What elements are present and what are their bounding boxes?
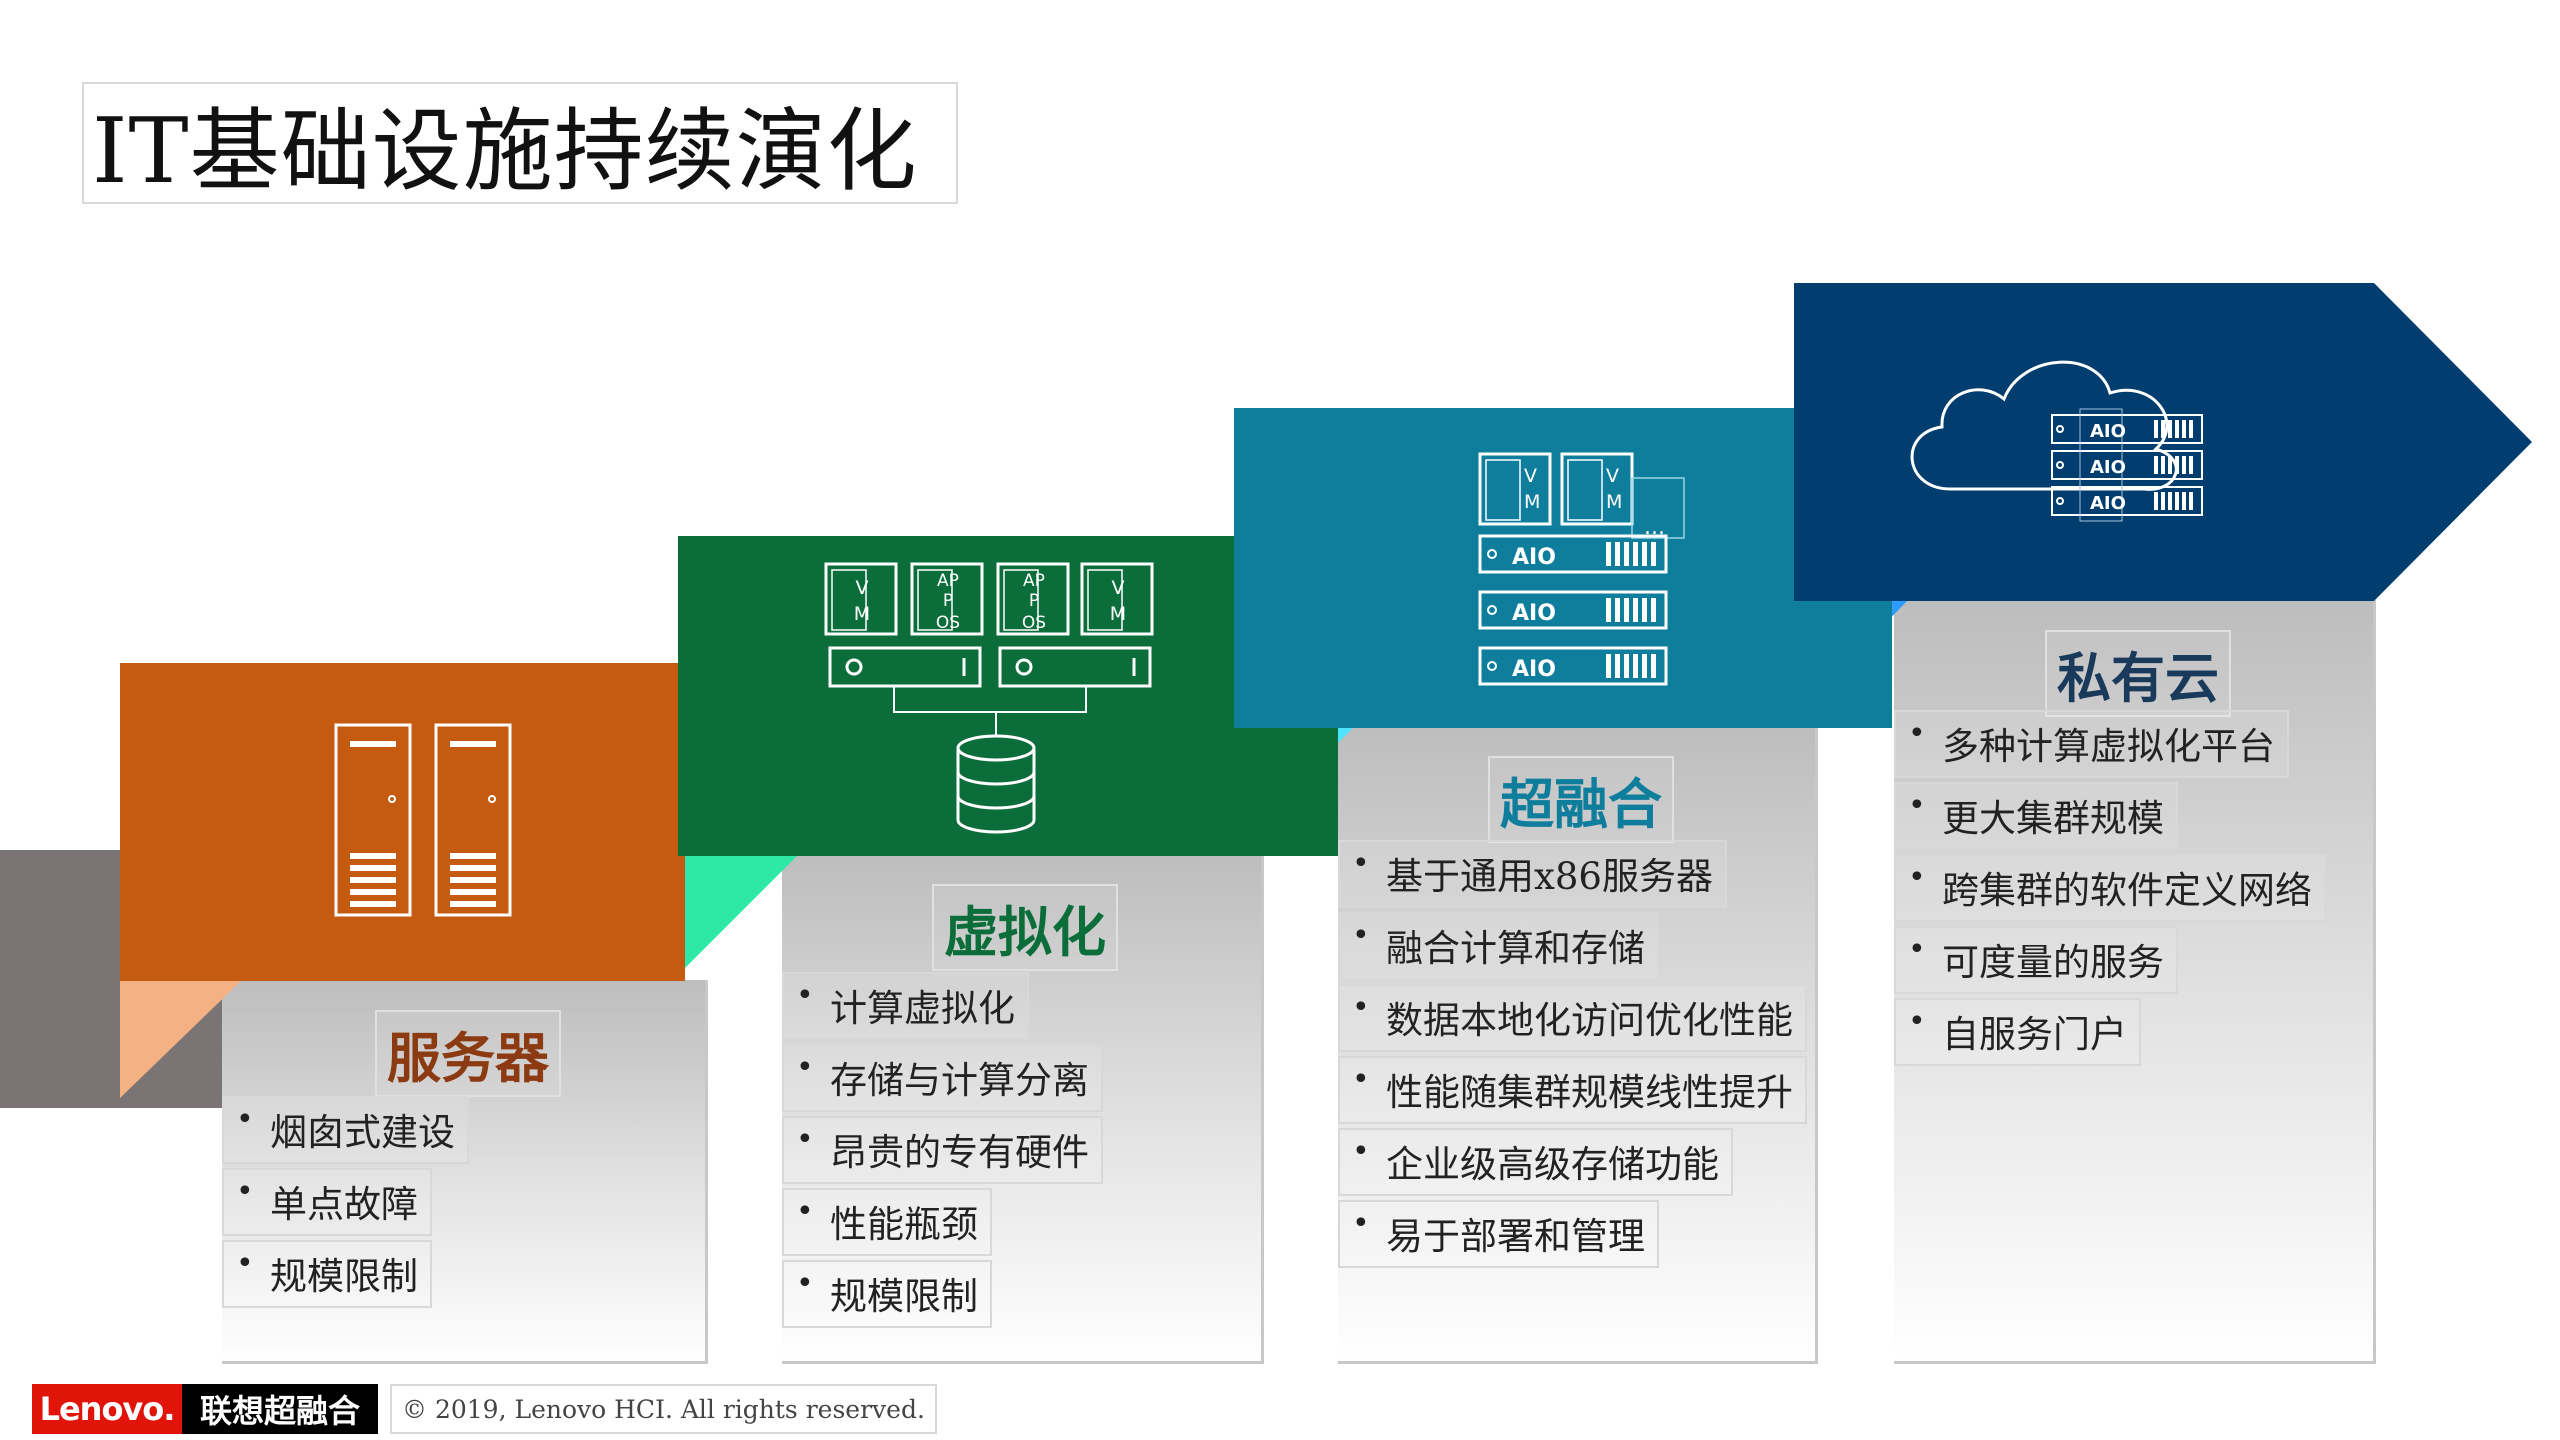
stage-list-hci: 基于通用x86服务器 融合计算和存储 数据本地化访问优化性能 性能随集群规模线性… — [1338, 840, 1807, 1272]
page-title: IT基础设施持续演化 — [82, 82, 958, 204]
svg-text:V: V — [1112, 577, 1125, 599]
vm-label: V — [856, 577, 869, 599]
list-item: 规模限制 — [222, 1240, 432, 1308]
svg-text:P: P — [943, 591, 953, 611]
svg-text:AIO: AIO — [1512, 601, 1556, 626]
svg-text:AIO: AIO — [2090, 421, 2126, 442]
svg-text:AIO: AIO — [2090, 493, 2126, 514]
list-item: 烟囱式建设 — [222, 1096, 469, 1164]
list-item: 性能瓶颈 — [782, 1188, 992, 1256]
fold-virtualization — [678, 855, 798, 975]
svg-text:OS: OS — [936, 613, 960, 633]
cloud-icon — [1910, 360, 2178, 491]
lenovo-logo: Lenovo. — [32, 1384, 182, 1434]
svg-text:AIO: AIO — [1512, 657, 1556, 682]
hci-icon: VM VM ... AIO AIO AIO — [1478, 452, 1685, 686]
list-item: 数据本地化访问优化性能 — [1338, 984, 1807, 1052]
banner-private-cloud: AIO AIO AIO — [1794, 283, 2534, 601]
list-item: 单点故障 — [222, 1168, 432, 1236]
list-item: 性能随集群规模线性提升 — [1338, 1056, 1807, 1124]
list-item: 存储与计算分离 — [782, 1044, 1103, 1112]
vm-label: M — [854, 603, 870, 625]
servers-icon — [334, 723, 512, 917]
list-item: 跨集群的软件定义网络 — [1894, 854, 2326, 922]
stage-heading-hci: 超融合 — [1488, 756, 1674, 843]
list-item: 易于部署和管理 — [1338, 1200, 1659, 1268]
stage-heading-server: 服务器 — [375, 1010, 561, 1097]
list-item: 昂贵的专有硬件 — [782, 1116, 1103, 1184]
list-item: 基于通用x86服务器 — [1338, 840, 1727, 908]
svg-text:V: V — [1524, 465, 1537, 487]
footer-logo: Lenovo. 联想超融合 — [32, 1384, 378, 1434]
svg-text:V: V — [1606, 465, 1619, 487]
svg-text:M: M — [1606, 491, 1622, 513]
list-item: 自服务门户 — [1894, 998, 2141, 1066]
svg-text:AP: AP — [1023, 571, 1045, 591]
svg-text:M: M — [1110, 603, 1126, 625]
list-item: 融合计算和存储 — [1338, 912, 1659, 980]
stage-list-virtualization: 计算虚拟化 存储与计算分离 昂贵的专有硬件 性能瓶颈 规模限制 — [782, 972, 1103, 1332]
product-logo: 联想超融合 — [182, 1384, 378, 1434]
list-item: 规模限制 — [782, 1260, 992, 1328]
svg-text:AIO: AIO — [2090, 457, 2126, 478]
virtualization-icon: V M AP P OS AP P OS V M — [824, 562, 1154, 834]
svg-text:OS: OS — [1022, 613, 1046, 633]
list-item: 可度量的服务 — [1894, 926, 2178, 994]
svg-text:AIO: AIO — [1512, 545, 1556, 570]
banner-server — [120, 663, 685, 981]
stage-heading-virtualization: 虚拟化 — [932, 884, 1118, 971]
cloud-arrow: AIO AIO AIO — [1794, 283, 2532, 601]
fold-server — [120, 980, 242, 1098]
list-item: 多种计算虚拟化平台 — [1894, 710, 2289, 778]
list-item: 计算虚拟化 — [782, 972, 1029, 1040]
list-item: 企业级高级存储功能 — [1338, 1128, 1733, 1196]
svg-text:P: P — [1029, 591, 1039, 611]
stage-heading-private-cloud: 私有云 — [2045, 630, 2231, 717]
ellipsis-label: ... — [1644, 515, 1665, 540]
stage-list-private-cloud: 多种计算虚拟化平台 更大集群规模 跨集群的软件定义网络 可度量的服务 自服务门户 — [1894, 710, 2326, 1070]
stage-list-server: 烟囱式建设 单点故障 规模限制 — [222, 1096, 469, 1312]
svg-text:AP: AP — [937, 571, 959, 591]
banner-virtualization: V M AP P OS AP P OS V M — [678, 536, 1338, 856]
copyright-text: © 2019, Lenovo HCI. All rights reserved. — [390, 1384, 937, 1434]
svg-text:M: M — [1524, 491, 1540, 513]
list-item: 更大集群规模 — [1894, 782, 2178, 850]
